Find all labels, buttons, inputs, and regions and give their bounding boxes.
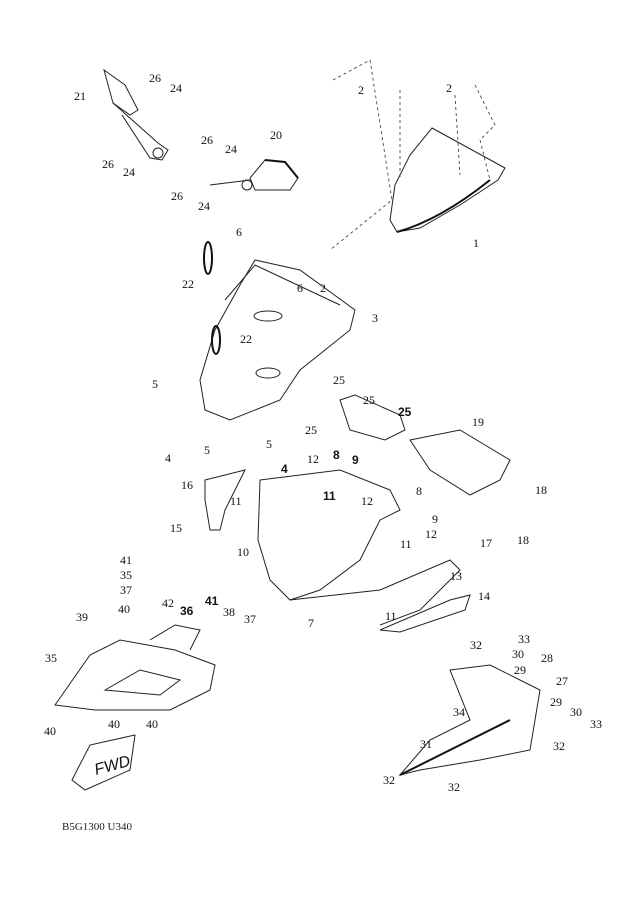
callout[interactable]: 30 (512, 647, 524, 661)
callout[interactable]: 20 (270, 128, 282, 142)
callout[interactable]: 37 (120, 583, 132, 597)
callout[interactable]: 35 (120, 568, 132, 582)
callout[interactable]: 26 (149, 71, 161, 85)
callout[interactable]: 19 (472, 415, 484, 429)
callout[interactable]: 5 (152, 377, 158, 391)
callout[interactable]: 25 (333, 373, 345, 387)
callout[interactable]: 26 (201, 133, 213, 147)
fwd-label: FWD (93, 753, 133, 779)
windscreen (329, 59, 506, 251)
callout[interactable]: 6 (297, 281, 303, 295)
callout[interactable]: 40 (108, 717, 120, 731)
callout[interactable]: 32 (553, 739, 565, 753)
callout[interactable]: 39 (76, 610, 88, 624)
callout[interactable]: 40 (146, 717, 158, 731)
callout[interactable]: 41 (205, 594, 219, 608)
upper-cowling (199, 241, 356, 421)
callout[interactable]: 33 (590, 717, 602, 731)
callout[interactable]: 4 (165, 451, 171, 465)
callout[interactable]: 29 (514, 663, 526, 677)
callout[interactable]: 11 (230, 494, 242, 508)
diagram-code: B5G1300 U340 (62, 821, 132, 833)
callout[interactable]: 13 (450, 569, 462, 583)
callout[interactable]: 30 (570, 705, 582, 719)
left-side-panel (54, 624, 216, 711)
callout[interactable]: 25 (305, 423, 317, 437)
callout[interactable]: 12 (425, 527, 437, 541)
right-side-panel (398, 664, 541, 776)
callout[interactable]: 24 (198, 199, 210, 213)
callout[interactable]: 32 (448, 780, 460, 794)
callout[interactable]: 24 (225, 142, 237, 156)
callout[interactable]: 15 (170, 521, 182, 535)
callout[interactable]: 24 (170, 81, 182, 95)
callout[interactable]: 18 (517, 533, 529, 547)
callout[interactable]: 14 (478, 589, 490, 603)
callout[interactable]: 7 (308, 616, 314, 630)
callout[interactable]: 21 (74, 89, 86, 103)
under-cowling (204, 469, 471, 633)
callout[interactable]: 16 (181, 478, 193, 492)
callout[interactable]: 5 (204, 443, 210, 457)
callout[interactable]: 2 (446, 81, 452, 95)
callout[interactable]: 11 (400, 537, 412, 551)
callout[interactable]: 8 (333, 448, 340, 462)
callout[interactable]: 3 (372, 311, 378, 325)
callout[interactable]: 40 (118, 602, 130, 616)
callout[interactable]: 4 (281, 462, 288, 476)
callout[interactable]: 26 (171, 189, 183, 203)
callout[interactable]: 32 (470, 638, 482, 652)
callout[interactable]: 12 (307, 452, 319, 466)
callout[interactable]: 28 (541, 651, 553, 665)
callout[interactable]: 34 (453, 705, 465, 719)
callout[interactable]: 29 (550, 695, 562, 709)
callout[interactable]: 11 (385, 609, 397, 623)
callout[interactable]: 5 (266, 437, 272, 451)
cowling-stay (339, 394, 511, 496)
callout[interactable]: 25 (398, 405, 412, 419)
callout[interactable]: 26 (102, 157, 114, 171)
callout[interactable]: 2 (320, 281, 326, 295)
callout[interactable]: 10 (237, 545, 249, 559)
callout[interactable]: 1 (473, 236, 479, 250)
callout-labels: 21 26 24 26 24 26 24 20 26 24 2 2 1 3 6 … (44, 71, 602, 794)
callout[interactable]: 17 (480, 536, 492, 550)
callout[interactable]: 22 (240, 332, 252, 346)
callout[interactable]: 22 (182, 277, 194, 291)
callout[interactable]: 9 (432, 512, 438, 526)
callout[interactable]: 12 (361, 494, 373, 508)
callout[interactable]: 27 (556, 674, 568, 688)
right-mirror (209, 159, 299, 191)
callout[interactable]: 6 (236, 225, 242, 239)
callout[interactable]: 18 (535, 483, 547, 497)
callout[interactable]: 38 (223, 605, 235, 619)
callout[interactable]: 8 (416, 484, 422, 498)
callout[interactable]: 36 (180, 604, 194, 618)
callout[interactable]: 41 (120, 553, 132, 567)
callout[interactable]: 37 (244, 612, 256, 626)
callout[interactable]: 32 (383, 773, 395, 787)
callout[interactable]: 11 (323, 489, 336, 503)
callout[interactable]: 24 (123, 165, 135, 179)
callout[interactable]: 40 (44, 724, 56, 738)
callout[interactable]: 42 (162, 596, 174, 610)
callout[interactable]: 31 (420, 737, 432, 751)
callout[interactable]: 9 (352, 453, 359, 467)
callout[interactable]: 25 (363, 393, 375, 407)
callout[interactable]: 33 (518, 632, 530, 646)
callout[interactable]: 2 (358, 83, 364, 97)
callout[interactable]: 35 (45, 651, 57, 665)
fwd-arrow[interactable]: FWD (71, 734, 136, 791)
left-mirror (103, 68, 169, 161)
